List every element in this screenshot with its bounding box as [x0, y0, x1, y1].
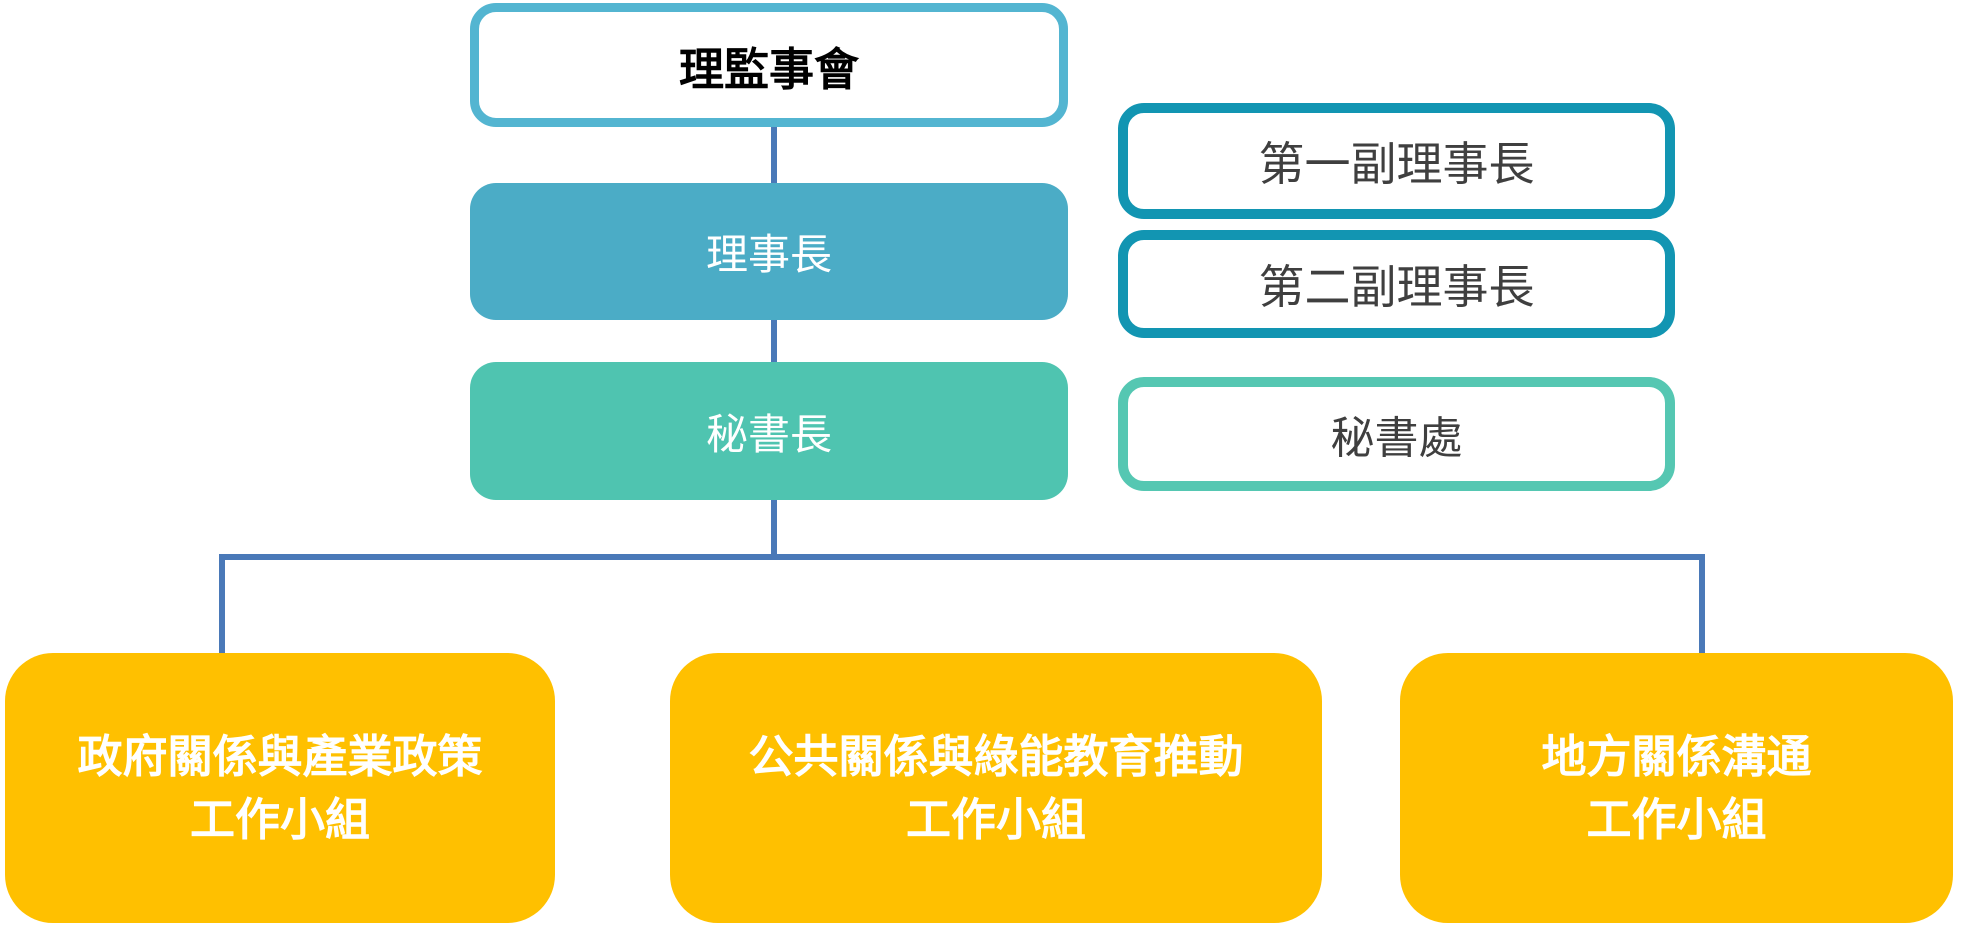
node-workgroup-government-relations: 政府關係與產業政策 工作小組 — [5, 653, 555, 923]
workgroup-label-line2: 工作小組 — [905, 794, 1086, 845]
node-secretariat: 秘書處 — [1118, 377, 1675, 491]
workgroup-label-line2: 工作小組 — [189, 794, 370, 845]
node-first-vice-chairman: 第一副理事長 — [1118, 103, 1675, 219]
connector-chairman-secretary — [771, 319, 777, 363]
node-secretariat-label: 秘書處 — [1330, 414, 1463, 463]
node-board-of-directors: 理監事會 — [470, 3, 1068, 127]
connector-drop-right-workgroup — [1699, 554, 1705, 654]
node-board-label: 理監事會 — [678, 43, 859, 95]
node-second-vice-chairman-label: 第二副理事長 — [1258, 261, 1535, 313]
node-workgroup-local-relations: 地方關係溝通 工作小組 — [1400, 653, 1953, 923]
connector-board-chairman — [771, 126, 777, 184]
node-workgroup-public-relations: 公共關係與綠能教育推動 工作小組 — [670, 653, 1322, 923]
connector-drop-left-workgroup — [219, 554, 225, 654]
workgroup-label-line1: 政府關係與產業政策 — [77, 731, 483, 782]
connector-horizontal-bus — [219, 554, 1705, 560]
workgroup-label-line1: 公共關係與綠能教育推動 — [748, 731, 1244, 782]
node-secretary-general: 秘書長 — [470, 362, 1068, 500]
node-secretary-general-label: 秘書長 — [705, 410, 832, 458]
node-second-vice-chairman: 第二副理事長 — [1118, 230, 1675, 338]
node-chairman-label: 理事長 — [705, 231, 832, 278]
workgroup-label-line2: 工作小組 — [1586, 794, 1767, 845]
connector-secretary-drop — [771, 499, 777, 557]
node-chairman: 理事長 — [470, 183, 1068, 320]
node-first-vice-chairman-label: 第一副理事長 — [1258, 138, 1535, 190]
workgroup-label-line1: 地方關係溝通 — [1541, 731, 1812, 782]
